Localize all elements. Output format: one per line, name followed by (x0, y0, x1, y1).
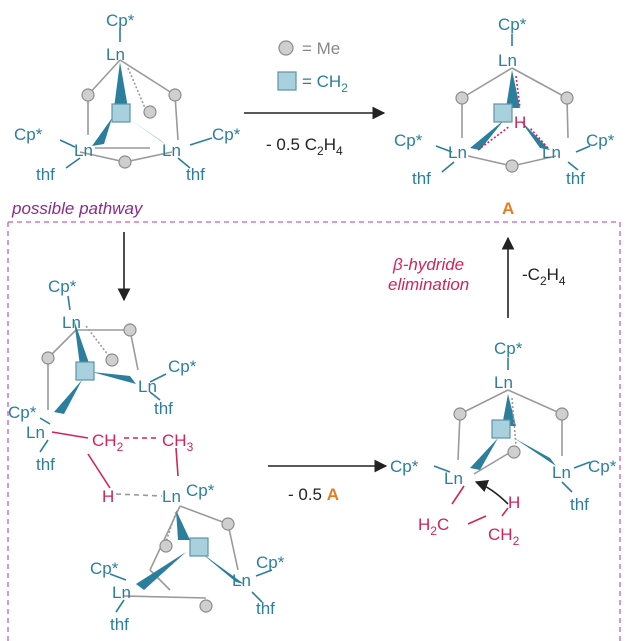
arrow-top-label: - 0.5 C2H4 (266, 135, 343, 158)
svg-text:CH3: CH3 (162, 431, 194, 454)
svg-text:Ln: Ln (138, 377, 157, 396)
svg-text:Ln: Ln (542, 143, 561, 162)
svg-text:CH2: CH2 (92, 431, 124, 454)
arrow-bottom-label: - 0.5 A (288, 485, 339, 504)
svg-text:Ln: Ln (232, 571, 251, 590)
svg-text:thf: thf (570, 495, 589, 514)
legend-me-label: = Me (302, 39, 340, 58)
svg-text:thf: thf (36, 455, 55, 474)
structure-dimer-intermediate: Cp* Ln Ln Cp* thf Cp* Ln thf CH2 CH3 H L… (8, 277, 285, 634)
arrow-up-label: -C2H4 (522, 265, 566, 288)
svg-text:Cp*: Cp* (168, 357, 197, 376)
svg-text:Ln: Ln (106, 45, 125, 64)
svg-text:Ln: Ln (444, 469, 463, 488)
svg-text:Cp*: Cp* (106, 11, 135, 30)
product-label-A: A (502, 199, 514, 218)
elimination-label-line2: elimination (388, 275, 469, 294)
svg-text:Cp*: Cp* (256, 553, 285, 572)
svg-text:thf: thf (186, 165, 205, 184)
svg-text:Cp*: Cp* (48, 277, 77, 296)
svg-text:Cp*: Cp* (390, 457, 419, 476)
svg-text:Cp*: Cp* (14, 125, 43, 144)
structure-ethyl-cluster: Cp* Ln Ln Ln Cp* Cp* thf H H2C CH2 (390, 339, 617, 548)
legend-ch2-label: = CH2 (302, 72, 348, 95)
svg-text:Cp*: Cp* (588, 457, 617, 476)
svg-text:Cp*: Cp* (498, 15, 527, 34)
svg-text:Ln: Ln (74, 141, 93, 160)
svg-text:Cp*: Cp* (394, 131, 423, 150)
svg-text:H: H (102, 487, 114, 506)
pathway-label: possible pathway (11, 199, 144, 218)
svg-text:Ln: Ln (494, 373, 513, 392)
structure-starting-cluster: Cp* Ln Ln Ln Cp* Cp* thf thf (14, 11, 241, 184)
svg-text:thf: thf (256, 599, 275, 618)
elimination-label-line1: β-hydride (392, 255, 464, 274)
svg-text:Ln: Ln (112, 583, 131, 602)
svg-text:Cp*: Cp* (186, 481, 215, 500)
legend: = Me = CH2 (277, 39, 348, 95)
svg-text:Ln: Ln (552, 463, 571, 482)
svg-text:H: H (508, 493, 520, 512)
svg-text:thf: thf (412, 169, 431, 188)
legend-ch2-square (277, 71, 297, 91)
svg-text:Cp*: Cp* (586, 131, 615, 150)
svg-text:H2C: H2C (418, 515, 449, 538)
svg-text:thf: thf (36, 165, 55, 184)
pathway-dashed-box (7, 221, 621, 641)
svg-text:Ln: Ln (62, 313, 81, 332)
svg-text:Ln: Ln (498, 51, 517, 70)
svg-text:thf: thf (110, 615, 129, 634)
structure-product-A: Cp* Ln Ln Ln H Cp* Cp* thf thf (394, 15, 615, 188)
svg-text:Ln: Ln (162, 487, 181, 506)
legend-me-circle (278, 40, 294, 56)
svg-text:Cp*: Cp* (8, 403, 37, 422)
svg-text:Ln: Ln (26, 423, 45, 442)
svg-text:Cp*: Cp* (90, 559, 119, 578)
svg-text:thf: thf (566, 169, 585, 188)
svg-text:Ln: Ln (448, 143, 467, 162)
svg-text:H: H (514, 113, 526, 132)
svg-text:CH2: CH2 (488, 525, 520, 548)
svg-text:Ln: Ln (162, 141, 181, 160)
svg-text:Cp*: Cp* (494, 339, 523, 358)
svg-text:thf: thf (154, 399, 173, 418)
svg-text:Cp*: Cp* (212, 125, 241, 144)
